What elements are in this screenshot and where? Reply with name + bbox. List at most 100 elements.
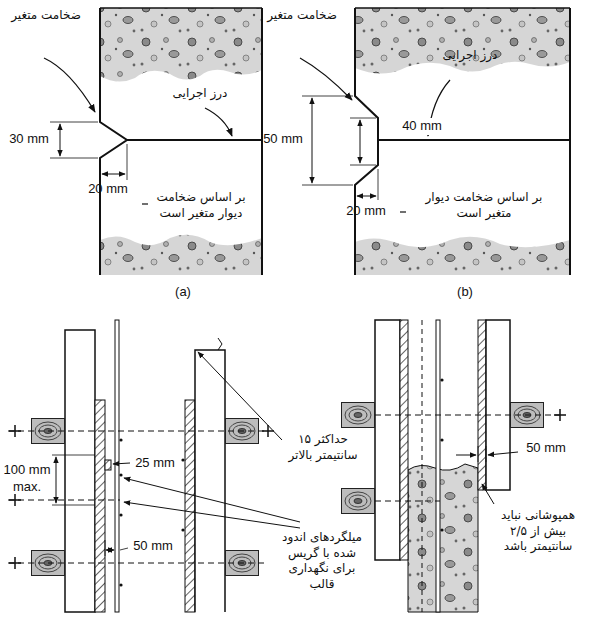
- formwork-right-part: [456, 455, 476, 456]
- formwork-left-part: [195, 350, 225, 612]
- joint-b-part: [360, 120, 361, 163]
- joint-b-part: [350, 118, 376, 119]
- joint-b: [300, 8, 570, 275]
- formwork-left-part: [52, 505, 95, 506]
- formwork-left-part: [9, 425, 274, 569]
- formwork-right-part: [422, 320, 423, 612]
- formwork-right-part: [478, 320, 486, 490]
- joint-a-part: [261, 8, 263, 275]
- formwork-right-part: [342, 489, 375, 514]
- joint-a-part: [205, 108, 232, 136]
- formwork-right-part: [554, 409, 566, 421]
- dimension-label: 30 mm: [4, 131, 54, 148]
- joint-b-part: [569, 8, 571, 275]
- formwork-left-part: [198, 352, 282, 440]
- formwork-right-part: [440, 378, 443, 531]
- formwork-left-part: [120, 548, 128, 550]
- formwork-left-part: [106, 550, 114, 551]
- formwork-right-part: [482, 484, 494, 504]
- formwork-left-part: [115, 320, 119, 612]
- joint-a-part: [127, 144, 128, 180]
- formwork-left-part-part: [119, 473, 122, 476]
- formwork-left-part-part: [119, 438, 122, 441]
- note-label: ضخامت متغیر: [6, 8, 86, 24]
- dimension-label: 50 mm: [518, 440, 574, 457]
- formwork-left-part: [65, 330, 95, 612]
- joint-a-part: [142, 203, 148, 204]
- joint-b-part: [302, 185, 353, 186]
- formwork-left-part-part: [119, 583, 122, 586]
- joint-b-part: [378, 169, 379, 200]
- formwork-right: [342, 320, 567, 612]
- joint-b-part: [312, 98, 313, 183]
- note-label: همپوشانی نباید بیش از ۲/۵ سانتیمتر باشد: [490, 508, 586, 555]
- joint-b-part: [355, 7, 570, 9]
- dimension-label: 20 mm: [338, 203, 394, 220]
- formwork-right-part: [486, 320, 510, 490]
- joint-b-part: [350, 165, 376, 166]
- dimension-label: 100 mm max.: [2, 462, 52, 496]
- formwork-left-part: [105, 540, 106, 556]
- formwork-left-part: [8, 431, 268, 432]
- formwork-right-part: [488, 452, 518, 455]
- joint-b-part: [300, 58, 352, 100]
- dimension-label: 20 mm: [80, 181, 136, 198]
- formwork-right-part: [436, 320, 440, 612]
- formwork-left-part: [119, 438, 184, 586]
- note-label: بر اساس ضخامت دیوار متغیر است: [414, 190, 554, 221]
- dimension-label: 50 mm: [126, 538, 180, 555]
- formwork-left-part: [95, 400, 105, 612]
- joint-label: درز اجرایی: [420, 48, 520, 64]
- joint-a-part: [50, 122, 98, 123]
- joint-a-part: [100, 8, 127, 275]
- formwork-right-part: [375, 415, 560, 416]
- formwork-left-part: [105, 460, 111, 470]
- formwork-right-part: [400, 320, 408, 560]
- joint-a-part: [100, 7, 262, 9]
- formwork-left-part-part: [181, 528, 184, 531]
- figure-tag: (b): [448, 284, 482, 301]
- formwork-right-part: [375, 320, 400, 560]
- note-label: حداکثر ۱۵ سانتیمتر بالاتر: [280, 432, 366, 463]
- joint-b-part: [355, 8, 570, 74]
- formwork-left-part: [185, 400, 195, 612]
- joint-b-part: [400, 211, 406, 212]
- dimension-label: 25 mm: [128, 455, 182, 472]
- joint-b-part: [378, 139, 570, 141]
- dimension-label: 40 mm: [396, 118, 448, 135]
- formwork-right-part-part: [440, 438, 443, 441]
- joint-a-part: [100, 235, 262, 275]
- formwork-left-part: [8, 563, 268, 564]
- dimension-label: 50 mm: [258, 131, 308, 148]
- joint-a-part: [60, 124, 61, 156]
- figure-tag: (a): [166, 284, 200, 301]
- joint-b-part: [355, 237, 570, 275]
- joint-b-part: [302, 96, 353, 97]
- formwork-left-part: [124, 502, 300, 528]
- formwork-right-part: [375, 501, 440, 502]
- formwork-right-part: [478, 446, 479, 462]
- formwork-right-part-part: [440, 528, 443, 531]
- formwork-left-part-part: [119, 513, 122, 516]
- joint-b-part: [357, 196, 376, 197]
- formwork-right-part: [486, 446, 487, 462]
- formwork-left-part: [8, 500, 120, 501]
- joint-a-part: [44, 58, 95, 112]
- note-label: ضخامت متغیر: [262, 8, 342, 24]
- formwork-left-part: [113, 463, 130, 464]
- formwork-left-part: [56, 457, 57, 503]
- formwork-left-part-part: [181, 458, 184, 461]
- formwork-left: [8, 320, 300, 612]
- formwork-left-part: [52, 455, 95, 456]
- joint-a-part: [127, 139, 262, 141]
- joint-a-part: [102, 174, 125, 175]
- joint-a-part: [50, 158, 98, 159]
- formwork-right-part-part: [440, 378, 443, 381]
- formwork-right-part: [408, 464, 478, 612]
- note-label: میلگردهای اندود شده با گریس برای نگهداری…: [276, 530, 368, 592]
- formwork-right-part: [342, 403, 375, 428]
- joint-a-part: [100, 8, 262, 82]
